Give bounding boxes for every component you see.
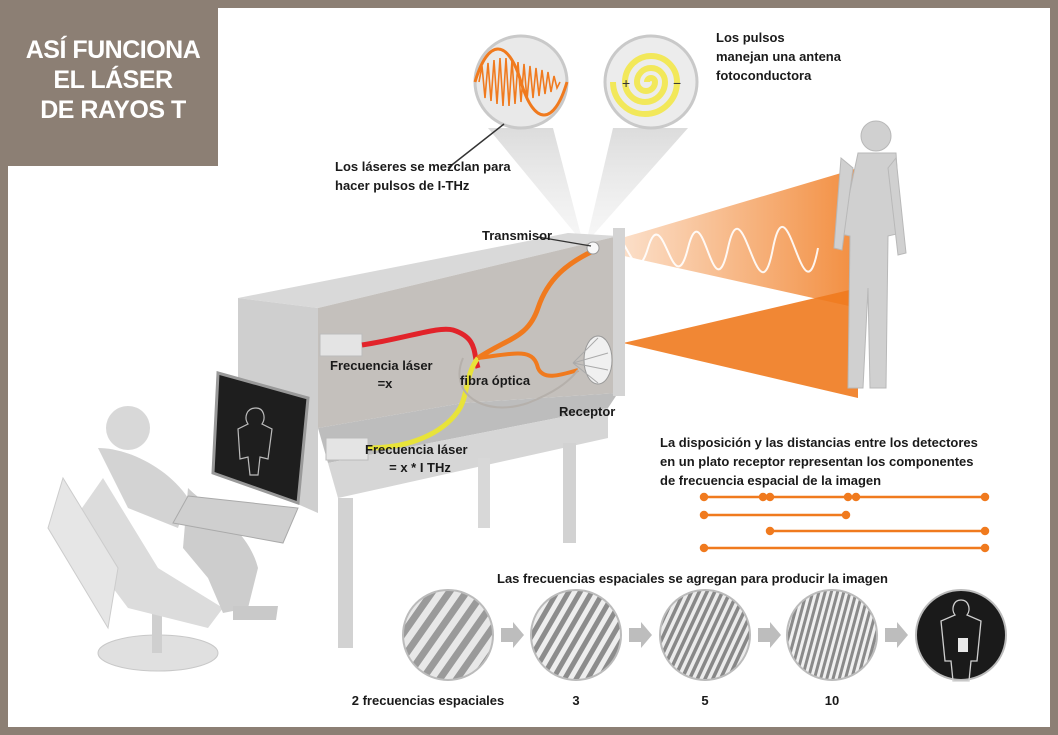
spatial-step-3 <box>659 589 751 681</box>
light-cone-right <box>586 128 688 243</box>
pulses-label-1: Los pulsos <box>716 30 785 45</box>
freq2-label-1: Frecuencia láser <box>365 442 468 457</box>
outgoing-wave <box>607 225 819 274</box>
freq1-label-2: =x <box>377 376 393 391</box>
light-cone-left <box>488 128 583 243</box>
fiber-orange-up <box>476 248 595 361</box>
monitor <box>172 371 310 544</box>
detectors-label-1: La disposición y las distancias entre lo… <box>660 435 978 450</box>
return-beam <box>623 288 858 398</box>
lasers-label-1: Los láseres se mezclan para <box>335 159 511 174</box>
laser-box-top <box>319 333 363 357</box>
plus-sign: + <box>622 75 630 91</box>
step-label-2: 3 <box>572 693 580 708</box>
fiber-orange-down <box>477 351 579 378</box>
infographic-panel: + − <box>8 8 1050 727</box>
arrow-right-icon <box>758 622 781 648</box>
pulses-label-2: manejan una antena <box>716 49 841 64</box>
wave-mix-circle <box>473 34 569 130</box>
result-image <box>915 589 1007 682</box>
detectors-label-3: de frecuencia espacial de la imagen <box>660 473 882 488</box>
step-label-1: 2 frecuencias espaciales <box>351 693 505 708</box>
spatial-step-1 <box>402 589 494 681</box>
illustration: + − <box>47 34 1007 682</box>
transmitter-device <box>586 241 600 255</box>
spatial-step-2 <box>530 589 622 681</box>
pointer-line <box>447 123 505 169</box>
fiber-red <box>361 326 481 369</box>
fiber-gray <box>458 357 579 409</box>
detectors-label-2: en un plato receptor representan los com… <box>660 454 974 469</box>
receiver-dish <box>572 335 613 385</box>
laser-box-bottom <box>325 437 369 461</box>
lasers-label-2: hacer pulsos de I-THz <box>335 178 470 193</box>
transmitter-pointer <box>537 236 592 247</box>
receiver-label: Receptor <box>559 404 616 419</box>
title-box: ASÍ FUNCIONA EL LÁSER DE RAYOS T <box>8 8 218 166</box>
step-label-3: 5 <box>701 693 709 708</box>
title-line-1: ASÍ FUNCIONA <box>25 36 201 64</box>
spatial-heading: Las frecuencias espaciales se agregan pa… <box>497 571 888 586</box>
fiber-yellow <box>367 356 481 451</box>
freq1-label-1: Frecuencia láser <box>330 358 433 373</box>
arrow-right-icon <box>629 622 652 648</box>
freq2-label-2: = x * I THz <box>389 460 451 475</box>
title-line-2: EL LÁSER <box>53 66 173 94</box>
pulses-label-3: fotoconductora <box>716 68 812 83</box>
fiber-label: fibra óptica <box>460 373 531 388</box>
spatial-step-4 <box>786 589 878 681</box>
step-label-4: 10 <box>824 693 840 708</box>
minus-sign: − <box>673 75 681 91</box>
antenna-spiral-circle: + − <box>603 34 699 130</box>
standing-person <box>833 120 907 389</box>
arrow-right-icon <box>501 622 524 648</box>
transmitter-label: Transmisor <box>482 228 553 243</box>
outgoing-beam <box>588 168 858 308</box>
detector-arrows <box>699 492 990 553</box>
title-line-3: DE RAYOS T <box>40 96 186 124</box>
arrow-right-icon <box>885 622 908 648</box>
